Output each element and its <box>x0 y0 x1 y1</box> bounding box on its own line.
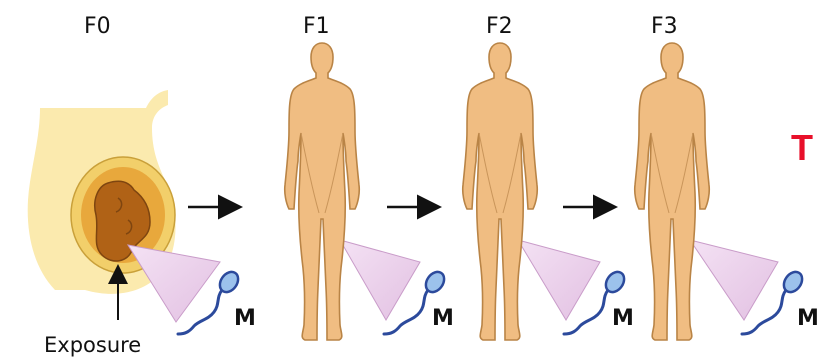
zoom-cone-f2 <box>518 240 600 320</box>
zoom-cone-f1 <box>340 240 420 320</box>
sperm-label-f2: M <box>612 306 634 331</box>
person-f1 <box>285 43 360 340</box>
exposure-label: Exposure <box>44 333 141 357</box>
generation-label-f2: F2 <box>486 14 513 39</box>
person-f2 <box>463 43 538 340</box>
sperm-label-f1: M <box>432 306 454 331</box>
generation-label-f0: F0 <box>84 14 111 39</box>
person-f3 <box>635 43 710 340</box>
sperm-label-f0: M <box>234 306 256 331</box>
zoom-cone-f3 <box>690 240 778 320</box>
cut-off-title-letter: T <box>791 127 813 169</box>
generation-label-f1: F1 <box>303 14 330 39</box>
generation-label-f3: F3 <box>651 14 678 39</box>
sperm-label-f3: M <box>797 306 817 331</box>
